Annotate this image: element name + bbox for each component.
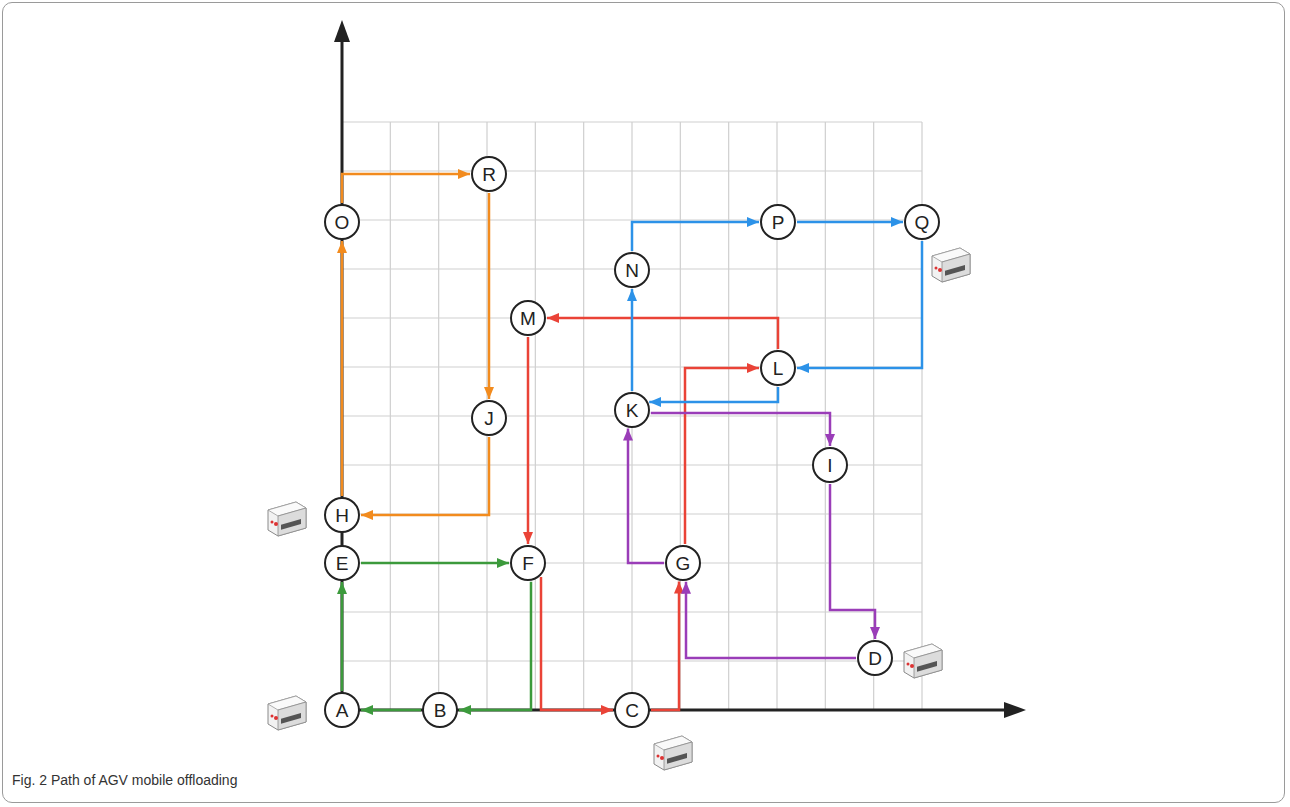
node-letter: D <box>868 649 882 668</box>
grid-line <box>728 122 729 710</box>
grid-line <box>342 660 922 661</box>
agv-path-arrow <box>361 562 509 565</box>
node-letter: M <box>520 309 536 328</box>
agv-path-arrow <box>541 577 613 710</box>
agv-path-arrow <box>631 289 634 391</box>
axis-arrowhead <box>334 20 350 42</box>
axes <box>334 20 1026 718</box>
waypoint-circle: O <box>324 204 360 240</box>
agv-path-arrow <box>685 368 759 544</box>
waypoint-circle: R <box>471 156 507 192</box>
waypoint-circle: K <box>614 392 650 428</box>
waypoint-circle: E <box>324 545 360 581</box>
agv-path-arrow <box>632 222 759 251</box>
node-letter: O <box>335 213 350 232</box>
agv-path-arrow <box>342 174 470 203</box>
agv-path-arrow <box>341 241 344 496</box>
agv-icon <box>268 502 306 536</box>
y-axis <box>341 40 344 712</box>
node-letter: G <box>676 554 691 573</box>
node-letter: A <box>336 701 349 720</box>
node-letter: E <box>336 554 349 573</box>
agv-icon <box>268 696 306 730</box>
node-letter: C <box>625 701 639 720</box>
figure-caption: Fig. 2 Path of AGV mobile offloading <box>12 772 237 788</box>
waypoint-circle: M <box>510 300 546 336</box>
node-letter: B <box>434 701 447 720</box>
agv-path-arrow <box>527 337 530 544</box>
node-letter: J <box>484 409 494 428</box>
waypoint-circle: H <box>324 497 360 533</box>
waypoint-circle: C <box>614 692 650 728</box>
agv-icon <box>654 736 692 770</box>
agv-path-arrow <box>649 387 778 402</box>
waypoint-circle: G <box>665 545 701 581</box>
agv-path-arrow <box>361 709 421 712</box>
waypoint-circle: A <box>324 692 360 728</box>
node-letter: F <box>522 554 534 573</box>
waypoint-circle: L <box>760 350 796 386</box>
agv-icon <box>932 248 970 282</box>
agv-path-arrow <box>651 582 679 710</box>
agv-path-arrow <box>341 582 344 691</box>
node-letter: Q <box>915 213 930 232</box>
agv-icon <box>904 644 942 678</box>
agv-path-arrow <box>830 484 875 639</box>
grid-line <box>342 611 922 612</box>
agv-path-arrow <box>797 241 922 368</box>
node-letter: L <box>773 359 784 378</box>
waypoint-circle: N <box>614 252 650 288</box>
agv-path-arrow <box>797 221 903 224</box>
agv-path-arrow <box>361 437 489 515</box>
agv-path-arrow <box>628 429 664 563</box>
node-letter: N <box>625 261 639 280</box>
agv-path-arrow <box>459 582 531 710</box>
node-letter: H <box>335 506 349 525</box>
waypoint-circle: I <box>812 447 848 483</box>
agv-path-arrow <box>651 413 830 446</box>
grid-lines <box>342 122 922 710</box>
node-letter: I <box>827 456 832 475</box>
waypoint-circle: P <box>760 204 796 240</box>
waypoint-circle: F <box>510 545 546 581</box>
node-letter: K <box>626 401 639 420</box>
waypoint-circle: J <box>471 400 507 436</box>
axis-arrowhead <box>1004 702 1026 718</box>
waypoint-circle: D <box>857 640 893 676</box>
agv-path-arrow <box>488 193 491 399</box>
waypoint-circle: B <box>422 692 458 728</box>
grid-line <box>825 122 826 710</box>
node-letter: P <box>772 213 785 232</box>
waypoint-circle: Q <box>904 204 940 240</box>
node-letter: R <box>482 165 496 184</box>
agv-path-arrow <box>547 318 778 349</box>
